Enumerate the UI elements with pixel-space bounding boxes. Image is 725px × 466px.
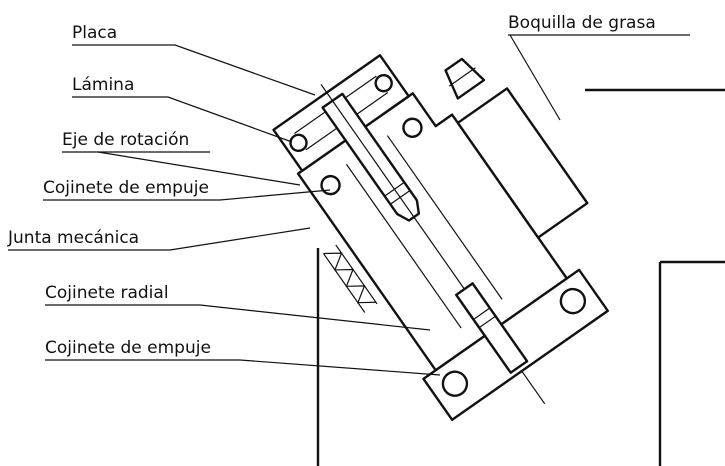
leader-lines <box>8 34 690 376</box>
label-cojinete-radial: Cojinete radial <box>45 283 169 303</box>
mechanical-seal <box>323 244 378 313</box>
lower-bearing-ball-left <box>441 370 469 397</box>
label-lamina: Lámina <box>72 75 134 95</box>
rotation-assembly <box>272 54 609 422</box>
casing-outline <box>316 88 725 466</box>
label-placa: Placa <box>72 23 117 43</box>
grease-nipple <box>444 57 486 100</box>
label-junta: Junta mecánica <box>7 228 139 248</box>
label-cojinete-empuje-2: Cojinete de empuje <box>45 338 211 358</box>
lower-bolt <box>455 282 529 374</box>
lower-bearing-ball-right <box>559 287 587 315</box>
label-eje: Eje de rotación <box>62 130 189 150</box>
grease-block <box>456 87 589 239</box>
label-cojinete-empuje-1: Cojinete de empuje <box>43 178 209 198</box>
label-boquilla: Boquilla de grasa <box>508 13 656 33</box>
